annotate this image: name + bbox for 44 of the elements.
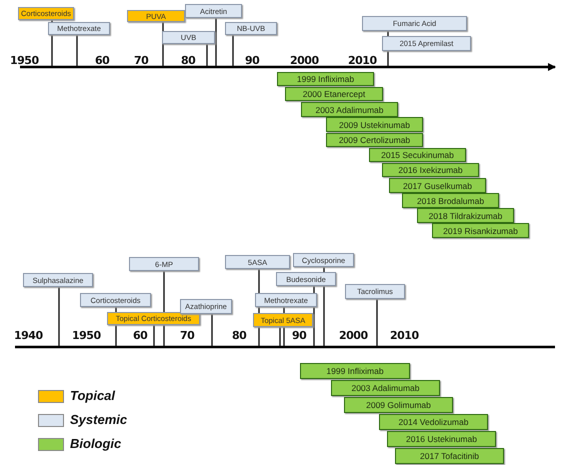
biologic-bar: 2018 Brodalumab bbox=[402, 193, 499, 208]
timeline-stem bbox=[206, 44, 208, 66]
biologic-bar: 2000 Etanercept bbox=[285, 87, 383, 101]
biologic-bar: 1999 Infliximab bbox=[300, 363, 410, 379]
year-label: 60 bbox=[133, 329, 148, 342]
legend-label: Topical bbox=[70, 388, 116, 403]
biologic-bar: 2009 Certolizumab bbox=[326, 133, 423, 147]
biologic-bar: 2009 Golimumab bbox=[344, 397, 453, 413]
year-label: 90 bbox=[292, 329, 306, 342]
biologic-bar: 2016 Ustekinumab bbox=[387, 431, 496, 447]
biologic-bar: 2018 Tildrakizumab bbox=[417, 208, 514, 223]
biologic-bar: 2017 Tofacitinib bbox=[395, 448, 504, 464]
year-label: 1950 bbox=[10, 54, 39, 67]
legend-label: Biologic bbox=[70, 436, 122, 451]
year-label: 1940 bbox=[14, 329, 43, 342]
biologic-bar: 2014 Vedolizumab bbox=[379, 414, 488, 430]
biologic-bar: 1999 Infliximab bbox=[277, 72, 374, 86]
year-label: 1950 bbox=[72, 329, 101, 342]
biologic-bar: 2019 Risankizumab bbox=[432, 223, 529, 238]
legend-label: Systemic bbox=[70, 412, 128, 427]
timeline-stem bbox=[215, 18, 217, 66]
biologic-bar: 2003 Adalimumab bbox=[331, 380, 440, 396]
timeline-stem bbox=[232, 35, 234, 66]
year-label: 80 bbox=[181, 54, 196, 67]
timeline-stem bbox=[211, 314, 213, 346]
year-label: 2000 bbox=[339, 329, 368, 342]
biologic-bar: 2009 Ustekinumab bbox=[326, 117, 423, 132]
year-label: 60 bbox=[95, 54, 110, 67]
timeline-stem bbox=[279, 327, 281, 346]
biologic-bar: 2015 Secukinumab bbox=[369, 148, 466, 162]
year-label: 2010 bbox=[390, 329, 419, 342]
biologic-bar: 2003 Adalimumab bbox=[301, 102, 398, 117]
year-label: 2000 bbox=[290, 54, 319, 67]
biologic-bar: 2016 Ixekizumab bbox=[382, 163, 479, 177]
year-label: 2010 bbox=[348, 54, 377, 67]
timeline-stem bbox=[153, 325, 155, 346]
biologic-bar: 2017 Guselkumab bbox=[389, 178, 486, 193]
year-label: 70 bbox=[180, 329, 194, 342]
year-label: 90 bbox=[245, 54, 260, 67]
timeline-stem bbox=[76, 35, 78, 66]
timeline-stem bbox=[58, 287, 60, 346]
year-label: 80 bbox=[232, 329, 246, 342]
year-label: 70 bbox=[134, 54, 148, 67]
timeline-stem bbox=[376, 299, 378, 346]
